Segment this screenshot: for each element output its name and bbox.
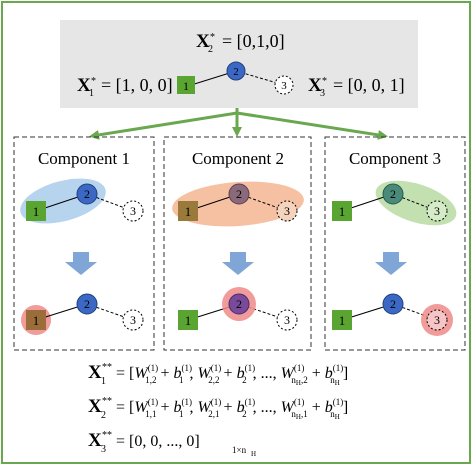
down-arrow-icon [375, 252, 407, 275]
eq3-stars: ** [102, 430, 112, 441]
down-arrow-icon [222, 252, 254, 275]
node-2-label: 2 [84, 187, 90, 201]
down-arrow-icon [65, 252, 97, 275]
node-3 [426, 200, 448, 222]
eq2-stars: ** [102, 396, 112, 407]
eq1-rhs: = [W(1)1,2 + b(1)1, W(1)2,2 + b(1)2, ...… [116, 363, 348, 387]
eq2-sub: 2 [101, 410, 106, 421]
distribution-arrows [89, 108, 388, 140]
node-1-label: 1 [339, 313, 346, 328]
component-1: Component 1 1 2 3 1 2 3 [13, 136, 155, 351]
x1-value: = [1, 0, 0] [101, 75, 173, 95]
equation-1: X ** 1 = [W(1)1,2 + b(1)1, W(1)2,2 + b(1… [88, 362, 348, 387]
x2-sub: 2 [208, 44, 213, 55]
node-1-label: 1 [33, 204, 40, 219]
top-panel: X * 2 = [0,1,0] X * 1 = [1, 0, 0] X * 3 … [60, 20, 418, 108]
node-1 [332, 201, 352, 221]
x1-sub: 1 [89, 88, 94, 99]
node-1-label: 1 [183, 79, 189, 93]
node-2 [382, 183, 404, 205]
x2-label: X [196, 31, 210, 52]
x3-value: = [0, 0, 1] [333, 75, 405, 95]
node-3-label: 3 [130, 313, 136, 327]
node-3 [122, 309, 144, 331]
node-2-label: 2 [236, 297, 242, 311]
node-2 [226, 61, 246, 81]
node-3 [274, 75, 294, 95]
highlight-ellipse [375, 180, 457, 226]
node-3-label: 3 [434, 313, 440, 327]
x3-label: X [308, 75, 322, 96]
eq3-size-sub: H [251, 450, 256, 458]
node-3 [122, 200, 144, 222]
node-1 [178, 310, 198, 330]
node-3-label: 3 [284, 313, 290, 327]
node-1-label: 1 [185, 313, 192, 328]
node-1 [332, 310, 352, 330]
node-3-label: 3 [284, 204, 290, 218]
node-2-label: 2 [236, 187, 242, 201]
equation-2: X ** 2 = [W(1)1,1 + b(1)1, W(1)2,1 + b(1… [88, 396, 348, 421]
x1-star: * [91, 76, 96, 87]
node-3 [276, 309, 298, 331]
node-2 [76, 183, 98, 205]
eq2-lhs: X [88, 396, 102, 417]
node-3 [426, 309, 448, 331]
equations: X ** 1 = [W(1)1,2 + b(1)1, W(1)2,2 + b(1… [88, 362, 348, 458]
x2-star: * [210, 32, 215, 43]
component-2-title: Component 2 [192, 149, 284, 168]
component-2: Component 2 1 2 3 1 2 3 [163, 136, 312, 351]
component-1-title: Component 1 [38, 149, 130, 168]
node-3-label: 3 [130, 204, 136, 218]
node-3 [276, 200, 298, 222]
x1-label: X [77, 75, 91, 96]
node-3-label: 3 [434, 204, 440, 218]
eq1-sub: 1 [101, 376, 106, 387]
node-1-label: 1 [185, 204, 192, 219]
node-1 [26, 310, 46, 330]
eq1-stars: ** [102, 362, 112, 373]
node-2-label: 2 [390, 187, 396, 201]
node-2 [382, 293, 404, 315]
eq3-lhs: X [88, 430, 102, 451]
arrow-to-component-3 [236, 111, 388, 140]
x3-sub: 3 [320, 88, 325, 99]
arrow-to-component-1 [89, 111, 238, 140]
node-3-label: 3 [281, 80, 287, 92]
eq1-lhs: X [88, 362, 102, 383]
node-1 [178, 201, 198, 221]
node-2 [228, 293, 250, 315]
node-2 [76, 293, 98, 315]
node-1 [26, 201, 46, 221]
node-1-label: 1 [33, 313, 40, 328]
node-2-label: 2 [233, 66, 239, 78]
node-1 [177, 76, 195, 94]
x2-value: = [0,1,0] [222, 31, 285, 51]
eq3-sub: 3 [101, 444, 106, 455]
x3-star: * [322, 76, 327, 87]
component-3-title: Component 3 [349, 149, 441, 168]
node-2-label: 2 [390, 297, 396, 311]
node-2 [228, 183, 250, 205]
eq3-rhs: = [0, 0, ..., 0] [116, 433, 200, 450]
node-1-label: 1 [339, 204, 346, 219]
eq2-rhs: = [W(1)1,1 + b(1)1, W(1)2,1 + b(1)2, ...… [116, 397, 348, 421]
component-3: Component 3 1 2 3 1 2 3 [324, 136, 466, 351]
eq3-size: 1×n [232, 445, 247, 455]
equation-3: X ** 3 = [0, 0, ..., 0] 1×n H [88, 430, 256, 458]
node-2-label: 2 [84, 297, 90, 311]
component-2-box [163, 136, 312, 351]
